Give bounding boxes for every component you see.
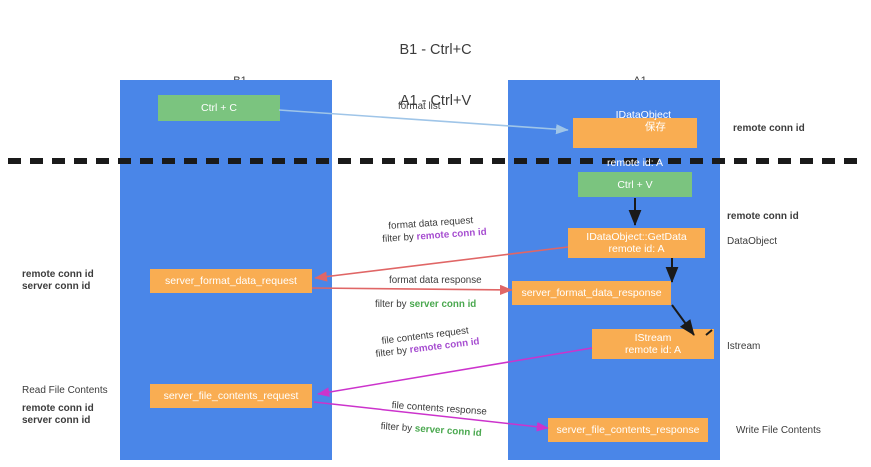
- phase-divider: [8, 158, 863, 164]
- node-save-idataobject-cjk: 保存: [644, 121, 666, 133]
- node-server-format-data-response-label: server_format_data_response: [521, 287, 662, 299]
- edge-label-format-data-response: format data response: [389, 275, 482, 286]
- node-server-file-contents-response-label: server_file_contents_response: [556, 424, 700, 436]
- node-ctrl-c-label: Ctrl + C: [201, 102, 237, 114]
- node-istream-line1: IStream: [634, 332, 672, 344]
- filter-key-server-conn-id-1: server conn id: [409, 299, 477, 310]
- node-server-file-contents-request[interactable]: server_file_contents_request: [150, 384, 312, 408]
- node-save-idataobject-line2: remote id: A: [606, 157, 664, 169]
- title-line-1: B1 - Ctrl+C: [399, 42, 472, 58]
- annotation-right-istream: Istream: [727, 341, 761, 352]
- edge-label-format-data-response-filter: filter by server conn id: [375, 299, 476, 311]
- node-getdata-line1: IDataObject::GetData: [586, 231, 687, 243]
- arrow-format-data-request: [314, 246, 569, 282]
- arrow-file-contents-request: [317, 347, 593, 397]
- arrow-response-to-istream: [671, 304, 695, 336]
- node-server-file-contents-request-label: server_file_contents_request: [163, 390, 299, 402]
- node-server-format-data-request[interactable]: server_format_data_request: [150, 269, 312, 293]
- arrow-format-data-response: [311, 284, 513, 295]
- annotation-left-read-file-contents: Read File Contents: [22, 385, 108, 396]
- annotation-left-server-conn-id-bottom: server conn id: [22, 415, 91, 426]
- arrow-format-list: [278, 109, 569, 135]
- node-getdata-line2: remote id: A: [608, 243, 665, 255]
- node-ctrl-v[interactable]: Ctrl + V: [578, 172, 692, 197]
- edge-label-format-list: format list: [398, 101, 441, 112]
- title-line-2: A1 - Ctrl+V: [399, 93, 472, 109]
- filter-prefix-2: filter by: [375, 299, 410, 310]
- arrow-file-contents-response: [313, 401, 549, 432]
- annotation-left-remote-conn-id-bottom: remote conn id: [22, 403, 94, 414]
- node-getdata[interactable]: IDataObject::GetData remote id: A: [568, 228, 705, 258]
- node-server-file-contents-response[interactable]: server_file_contents_response: [548, 418, 708, 442]
- annotation-right-remote-conn-id-mid: remote conn id: [727, 211, 799, 222]
- arrow-istream-tick: [705, 329, 713, 336]
- annotation-right-dataobject: DataObject: [727, 236, 778, 247]
- node-ctrl-c[interactable]: Ctrl + C: [158, 95, 280, 121]
- node-istream-line2: remote id: A: [624, 344, 682, 356]
- annotation-right-write-file-contents: Write File Contents: [736, 425, 821, 436]
- annotation-left-remote-conn-id-mid: remote conn id: [22, 269, 94, 280]
- node-save-idataobject-name: IDataObject: [615, 109, 672, 121]
- annotation-right-remote-conn-id-top: remote conn id: [733, 123, 805, 134]
- node-server-format-data-response[interactable]: server_format_data_response: [512, 281, 671, 305]
- node-server-format-data-request-label: server_format_data_request: [165, 275, 297, 287]
- node-ctrl-v-label: Ctrl + V: [617, 178, 653, 191]
- annotation-left-server-conn-id-mid: server conn id: [22, 281, 91, 292]
- diagram-title: B1 - Ctrl+C A1 - Ctrl+V: [0, 8, 871, 144]
